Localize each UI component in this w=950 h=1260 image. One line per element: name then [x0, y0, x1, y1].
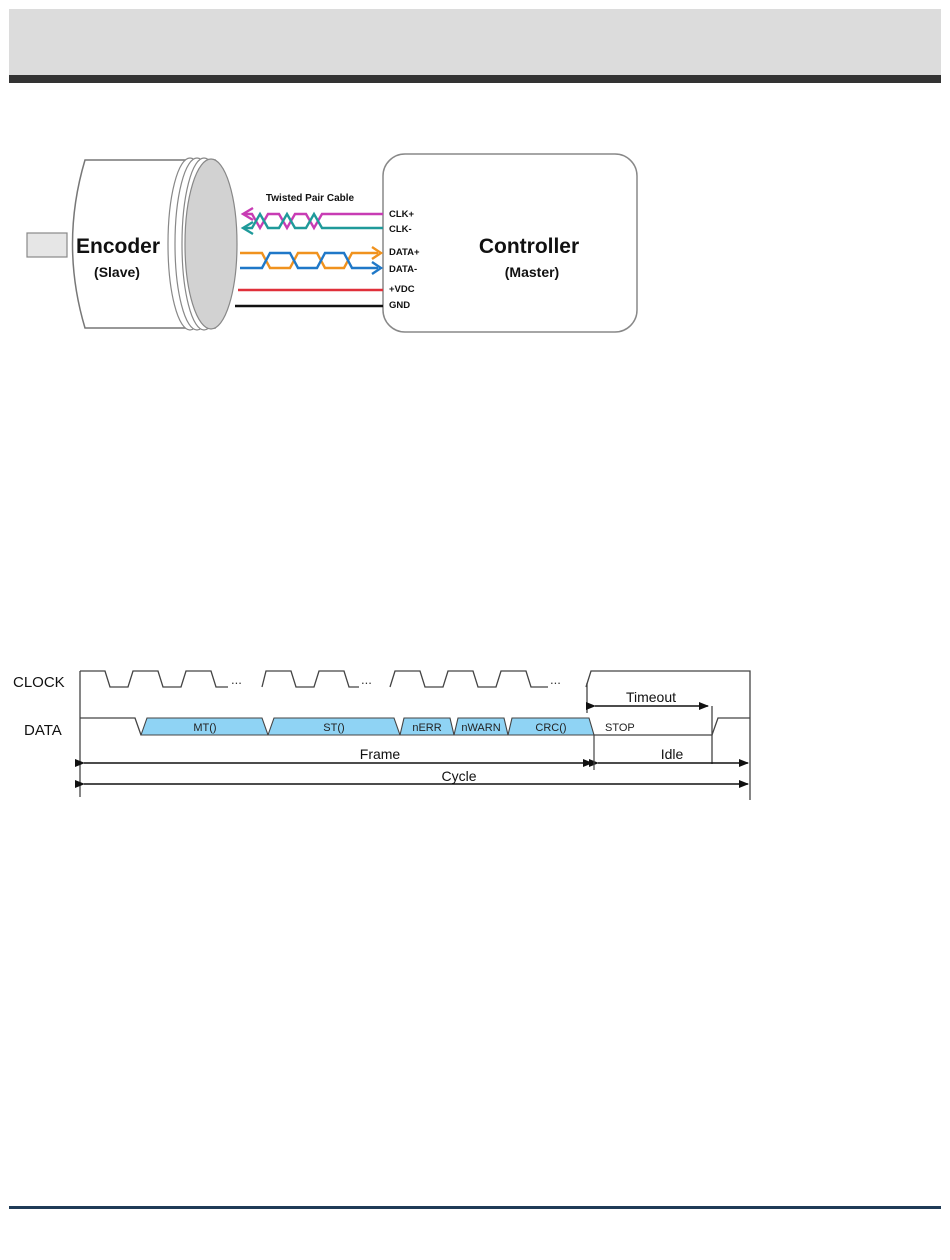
data-pair	[240, 247, 381, 274]
stop-label: STOP	[605, 722, 635, 734]
data-field-nwarn: nWARN	[454, 718, 508, 735]
encoder-subtitle: (Slave)	[94, 264, 140, 280]
signal-label-data-plus: DATA+	[389, 247, 420, 258]
data-field-crc-label: CRC()	[535, 722, 566, 734]
timing-diagram: CLOCK DATA ... ... ... MT() ST()	[13, 671, 750, 800]
signal-label-vdc: +VDC	[389, 284, 415, 295]
data-field-mt: MT()	[141, 718, 268, 735]
controller-title: Controller	[479, 235, 579, 258]
data-signal-label: DATA	[24, 722, 62, 739]
encoder-title: Encoder	[76, 235, 160, 258]
page-footer-rule	[9, 1206, 941, 1209]
signal-label-clk-plus: CLK+	[389, 209, 415, 220]
signal-label-gnd: GND	[389, 300, 410, 311]
data-field-st: ST()	[268, 718, 400, 735]
idle-label: Idle	[661, 746, 684, 762]
controller-box: Controller (Master)	[383, 154, 637, 332]
data-field-nwarn-label: nWARN	[461, 722, 500, 734]
data-field-nerr: nERR	[400, 718, 454, 735]
wiring-diagram: Encoder (Slave) Controller (Master) Twis…	[27, 154, 637, 332]
data-field-st-label: ST()	[323, 722, 344, 734]
data-field-nerr-label: nERR	[412, 722, 441, 734]
frame-label: Frame	[360, 746, 401, 762]
clock-signal-label: CLOCK	[13, 674, 65, 691]
encoder-shaft	[27, 233, 67, 257]
encoder-body: Encoder (Slave)	[73, 158, 238, 330]
cycle-label: Cycle	[441, 768, 476, 784]
controller-subtitle: (Master)	[505, 264, 559, 280]
clock-ellipsis-3: ...	[550, 672, 561, 687]
signal-label-clk-minus: CLK-	[389, 224, 412, 235]
cable-label: Twisted Pair Cable	[266, 193, 355, 204]
clk-pair	[243, 208, 383, 234]
data-field-mt-label: MT()	[193, 722, 216, 734]
clock-ellipsis-1: ...	[231, 672, 242, 687]
timeout-label: Timeout	[626, 689, 676, 705]
signal-label-data-minus: DATA-	[389, 264, 417, 275]
data-field-crc: CRC()	[508, 718, 594, 735]
clock-ellipsis-2: ...	[361, 672, 372, 687]
